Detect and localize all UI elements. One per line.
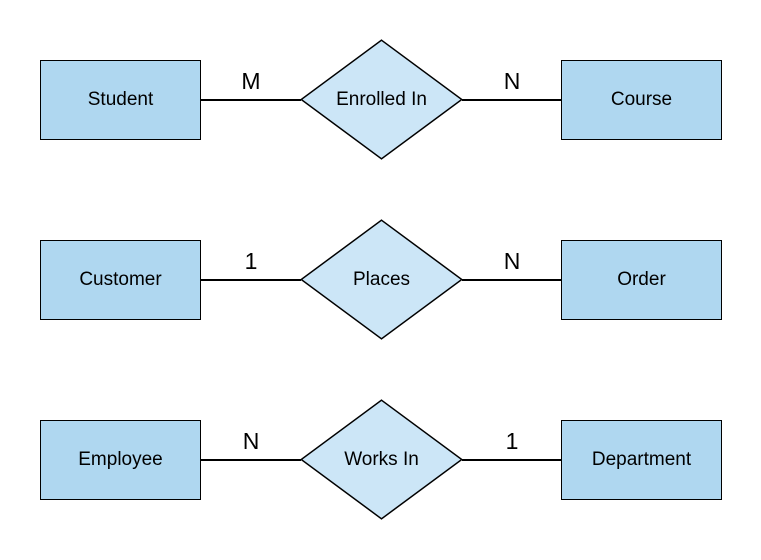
cardinality-label-customer-side: 1	[244, 248, 258, 274]
cardinality-label-course-side: N	[503, 68, 521, 94]
relationship-places-label: Places	[352, 268, 411, 290]
entity-customer: Customer	[40, 240, 201, 320]
cardinality-label-order-side: N	[503, 248, 521, 274]
entity-department: Department	[561, 420, 722, 500]
diamond-shape-icon	[300, 399, 463, 520]
entity-employee: Employee	[40, 420, 201, 500]
connector-enrolledin-course	[462, 99, 562, 101]
connector-places-order	[462, 279, 562, 281]
connector-student-enrolledin	[200, 99, 301, 101]
relationship-works-in: Works In	[300, 399, 463, 520]
entity-student: Student	[40, 60, 201, 140]
relationship-enrolled-in-label: Enrolled In	[336, 88, 427, 110]
connector-customer-places	[200, 279, 301, 281]
diamond-shape-icon	[300, 219, 463, 340]
entity-course: Course	[561, 60, 722, 140]
diamond-shape-icon	[300, 39, 463, 160]
relationship-places: Places	[300, 219, 463, 340]
entity-order: Order	[561, 240, 722, 320]
connector-employee-worksin	[200, 459, 301, 461]
cardinality-label-student-side: M	[241, 68, 261, 94]
connector-worksin-department	[462, 459, 562, 461]
cardinality-label-employee-side: N	[242, 428, 260, 454]
relationship-works-in-label: Works In	[344, 448, 419, 470]
relationship-enrolled-in: Enrolled In	[300, 39, 463, 160]
cardinality-label-department-side: 1	[505, 428, 519, 454]
